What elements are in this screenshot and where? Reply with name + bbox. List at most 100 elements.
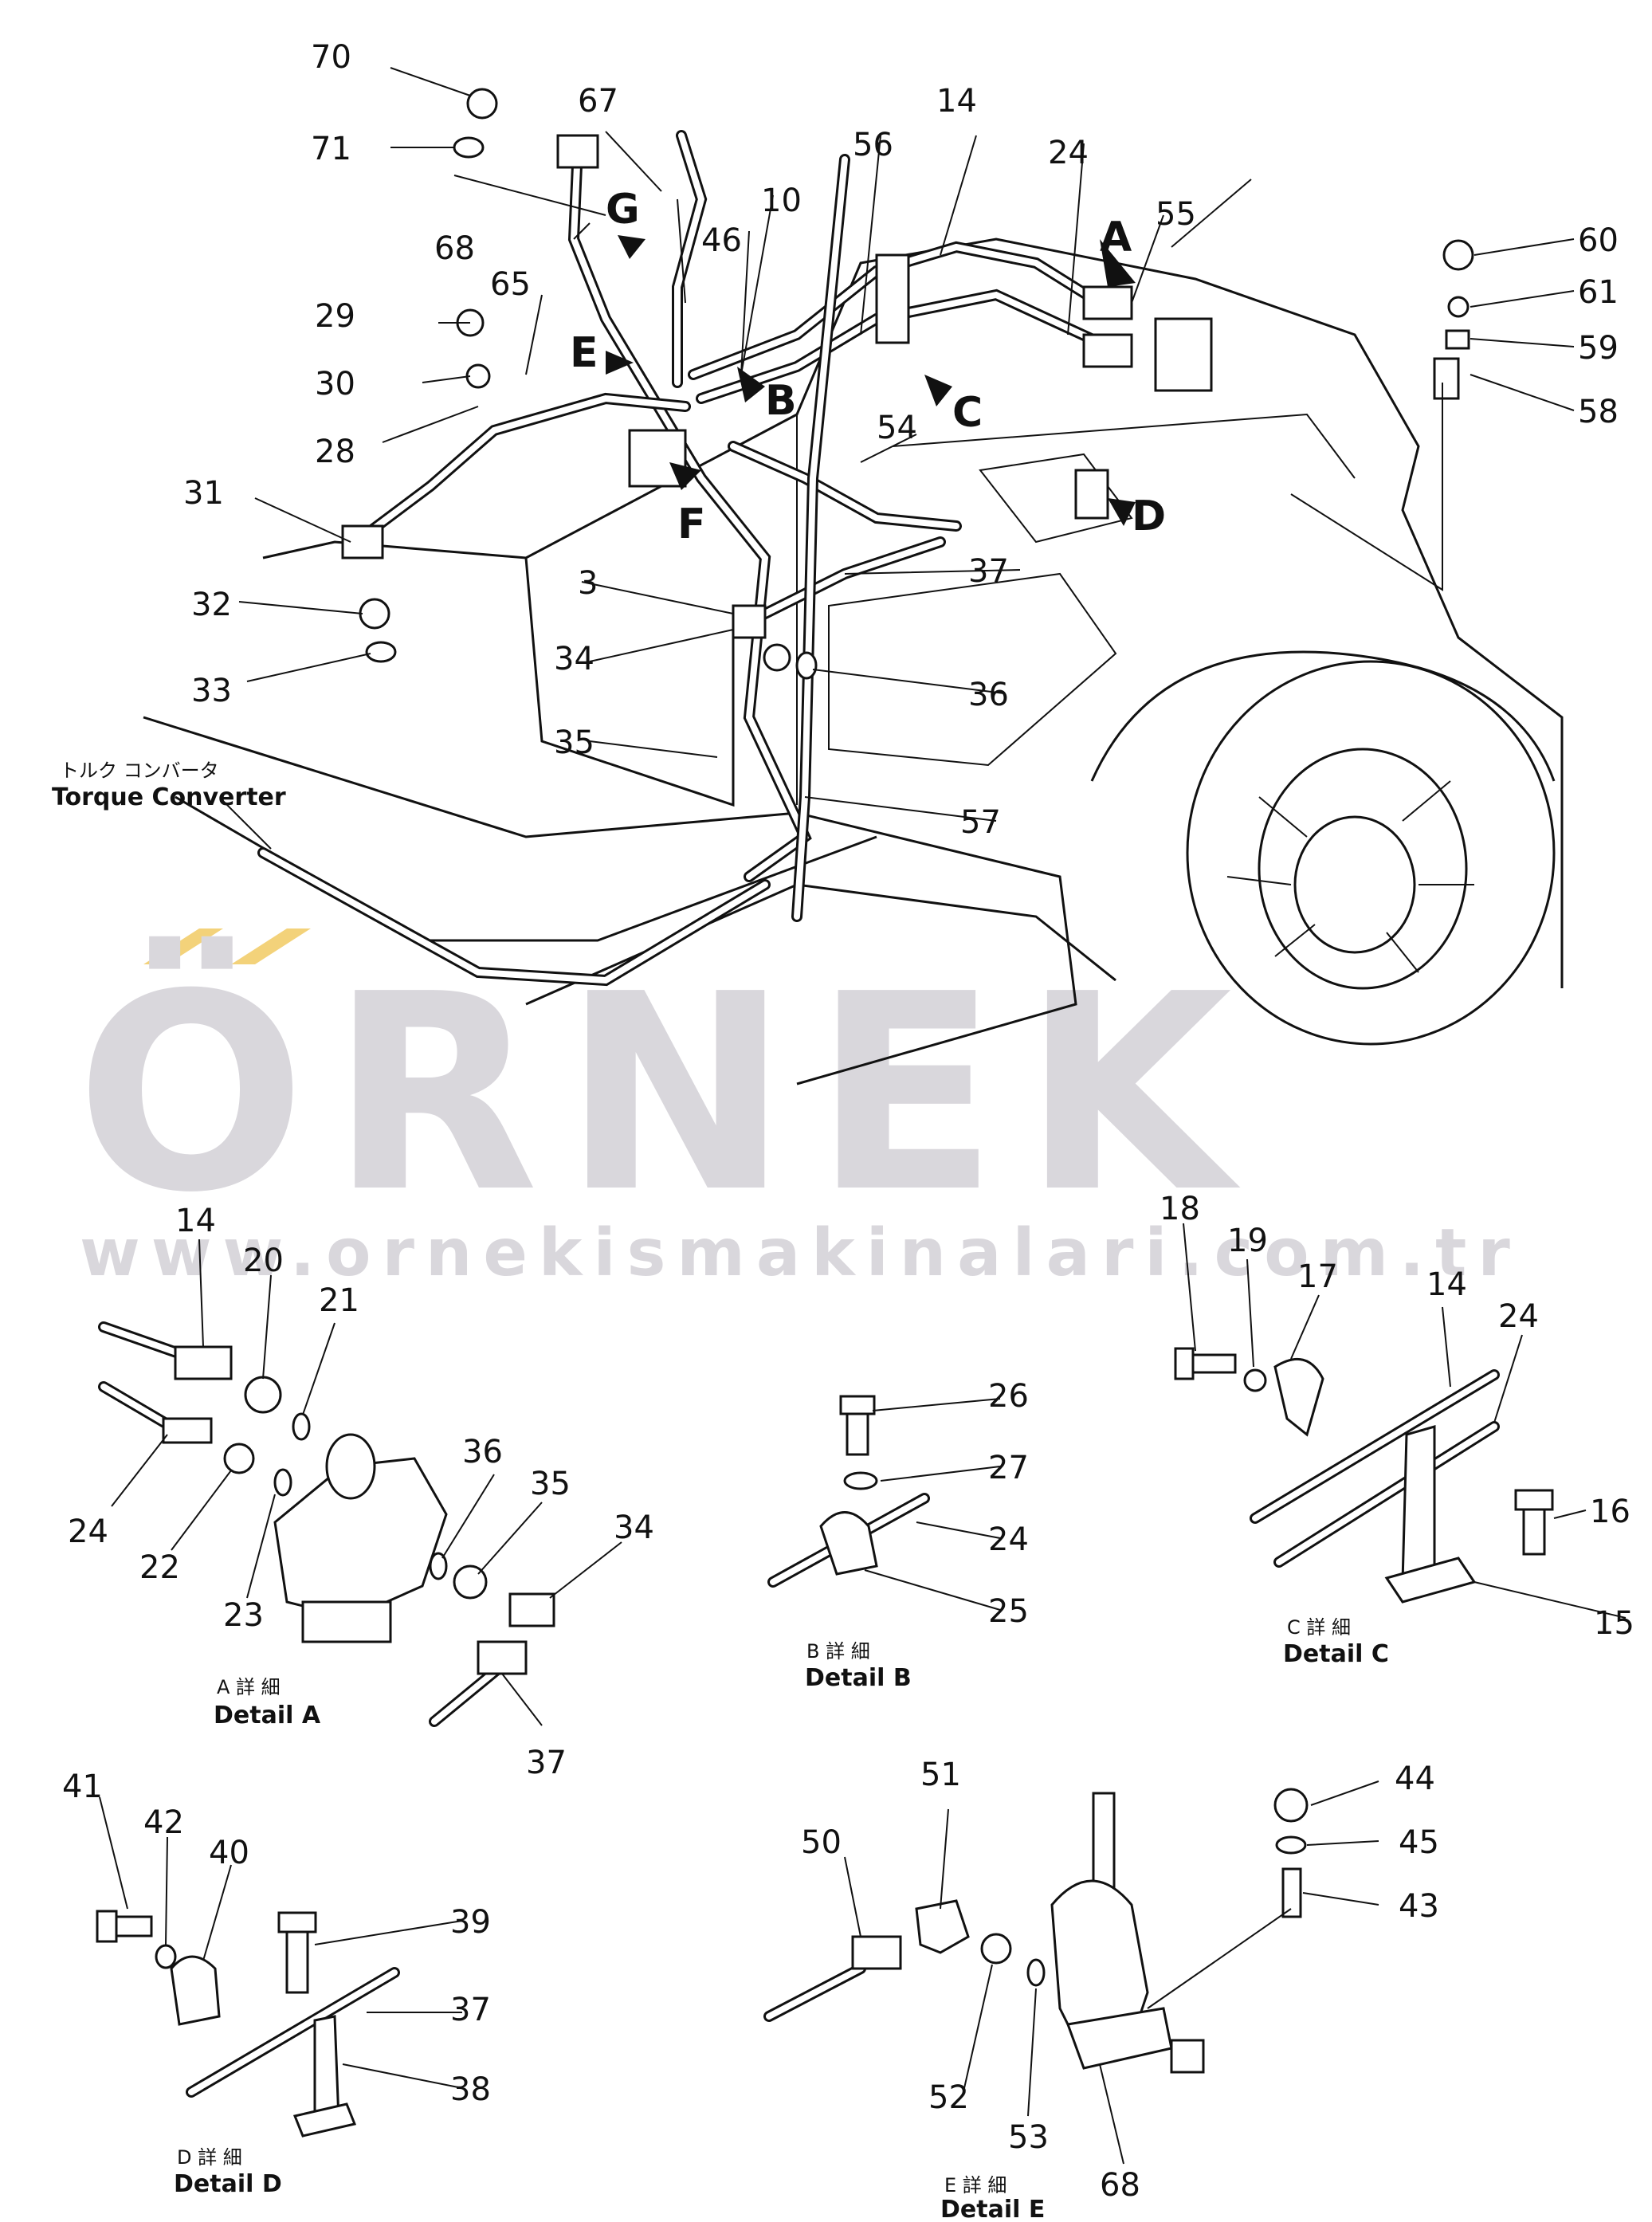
part-number: 27 xyxy=(988,1450,1029,1486)
detail-e-caption-jp: E 詳 細 xyxy=(944,2174,1007,2196)
detail-a-nut-20 xyxy=(244,1376,282,1414)
callout-d: D xyxy=(1132,493,1166,540)
main-part-numbers: 70 71 67 68 14 56 24 55 10 46 29 65 30 2… xyxy=(183,39,1619,841)
clamp-10 xyxy=(875,253,910,344)
part-number: 37 xyxy=(450,1992,491,2028)
part-number: 61 xyxy=(1578,274,1619,311)
part-number: 40 xyxy=(209,1835,249,1871)
watermark-accent-left xyxy=(143,928,223,964)
part-number: 58 xyxy=(1578,394,1619,430)
part-number: 54 xyxy=(877,410,917,446)
detail-c-bolt-head-18 xyxy=(1174,1347,1195,1380)
part-number: 44 xyxy=(1395,1761,1435,1797)
pump-body xyxy=(1154,317,1213,392)
detail-a-fitting-14 xyxy=(174,1345,233,1380)
arrow-b-icon xyxy=(737,367,765,402)
main-assembly xyxy=(143,67,1575,1085)
detail-c-base-15 xyxy=(1384,1557,1477,1604)
detail-d-leaders xyxy=(99,1796,463,2089)
detail-e-leaders xyxy=(844,1780,1379,2165)
detail-c-bolt-16 xyxy=(1522,1505,1546,1556)
detail-a: 14 20 21 24 22 23 36 35 34 37 A 詳 細 Deta… xyxy=(68,1203,654,1781)
part-number: 46 xyxy=(701,222,742,259)
detail-e-oring-53 xyxy=(1026,1958,1046,1987)
part-number: 41 xyxy=(62,1769,103,1805)
part-number: 56 xyxy=(853,127,893,163)
arrow-c-icon xyxy=(924,375,952,406)
detail-a-fitting-37 xyxy=(477,1640,528,1675)
frame-inner-2 xyxy=(892,413,1356,479)
part-number: 16 xyxy=(1590,1494,1630,1530)
filler-neck xyxy=(556,134,599,169)
part-number: 34 xyxy=(614,1509,654,1546)
watermark-url: www.ornekismakinalari.com.tr xyxy=(80,1215,1521,1291)
part-number: 34 xyxy=(554,641,594,677)
part-number: 35 xyxy=(530,1466,571,1502)
part-number: 33 xyxy=(191,673,232,709)
detail-b-leaders xyxy=(864,1398,1001,1611)
part-number: 14 xyxy=(936,83,977,120)
washer-30 xyxy=(465,363,491,389)
callout-arrows xyxy=(606,235,1136,526)
detail-e-fitting-50 xyxy=(851,1935,902,1970)
fitting-24 xyxy=(1082,333,1133,368)
part-number: 22 xyxy=(139,1549,180,1586)
torque-converter-label: トルク コンバータ Torque Converter xyxy=(52,760,286,811)
frame-inner-3 xyxy=(828,572,1117,767)
detail-a-oring-21 xyxy=(292,1412,311,1441)
part-number: 32 xyxy=(191,587,232,623)
detail-d-bolt-39 xyxy=(285,1927,309,1994)
oring-33 xyxy=(365,641,397,663)
watermark: ÖRNEK www.ornekismakinalari.com.tr xyxy=(76,928,1521,1291)
plug-70 xyxy=(466,88,498,120)
arrow-g-icon xyxy=(618,235,645,259)
torque-converter-jp: トルク コンバータ xyxy=(60,760,219,782)
detail-e: 51 50 44 45 43 52 53 68 E 詳 細 Detail E xyxy=(763,1757,1439,2222)
part-number: 60 xyxy=(1578,222,1619,259)
detail-b-washer-27 xyxy=(843,1471,878,1490)
detail-c-washer-19 xyxy=(1243,1368,1267,1392)
arrow-f-icon xyxy=(669,462,701,490)
part-number: 24 xyxy=(988,1521,1029,1558)
part-number: 67 xyxy=(578,83,618,120)
part-number: 21 xyxy=(319,1282,359,1319)
part-number: 42 xyxy=(143,1804,184,1841)
detail-d: 41 42 40 39 37 38 D 詳 細 Detail D xyxy=(62,1769,491,2198)
detail-a-base xyxy=(301,1600,392,1643)
nut-32 xyxy=(359,598,390,630)
part-number: 68 xyxy=(1100,2167,1140,2204)
detail-d-caption-jp: D 詳 細 xyxy=(177,2146,242,2169)
part-number: 28 xyxy=(315,434,355,470)
part-number: 26 xyxy=(988,1378,1029,1415)
callout-f: F xyxy=(677,501,706,548)
part-number: 20 xyxy=(243,1243,284,1279)
detail-a-port xyxy=(325,1433,376,1500)
part-number: 3 xyxy=(578,565,598,602)
detail-a-oring-36 xyxy=(429,1552,448,1580)
part-number: 50 xyxy=(801,1824,842,1861)
nut-59 xyxy=(1445,329,1470,350)
callout-b: B xyxy=(765,377,797,425)
part-number: 24 xyxy=(1048,135,1089,171)
detail-b-clamp-25 xyxy=(819,1511,878,1576)
part-number: 71 xyxy=(311,131,351,167)
leaders-main xyxy=(238,67,1575,822)
leader-torque-converter xyxy=(222,800,272,850)
detail-c: 18 19 17 14 24 16 15 C 詳 細 Detail C xyxy=(1160,1191,1634,1668)
detail-a-fitting-24 xyxy=(162,1417,213,1444)
detail-d-bolt-head-39 xyxy=(277,1911,317,1933)
detail-e-stud-43 xyxy=(1281,1867,1302,1918)
detail-c-clamp-17 xyxy=(1273,1357,1324,1437)
detail-a-nut-22 xyxy=(223,1443,255,1474)
part-number: 70 xyxy=(311,39,351,76)
part-number: 29 xyxy=(315,298,355,335)
part-number: 31 xyxy=(183,475,224,512)
part-number: 10 xyxy=(761,183,802,219)
detail-d-washer-42 xyxy=(155,1944,177,1969)
callout-c: C xyxy=(952,389,983,437)
detail-d-caption-en: Detail D xyxy=(174,2170,282,2198)
fender xyxy=(1090,650,1556,782)
part-number: 35 xyxy=(554,724,594,761)
part-number: 37 xyxy=(526,1745,567,1781)
detail-e-caption-en: Detail E xyxy=(940,2196,1045,2222)
